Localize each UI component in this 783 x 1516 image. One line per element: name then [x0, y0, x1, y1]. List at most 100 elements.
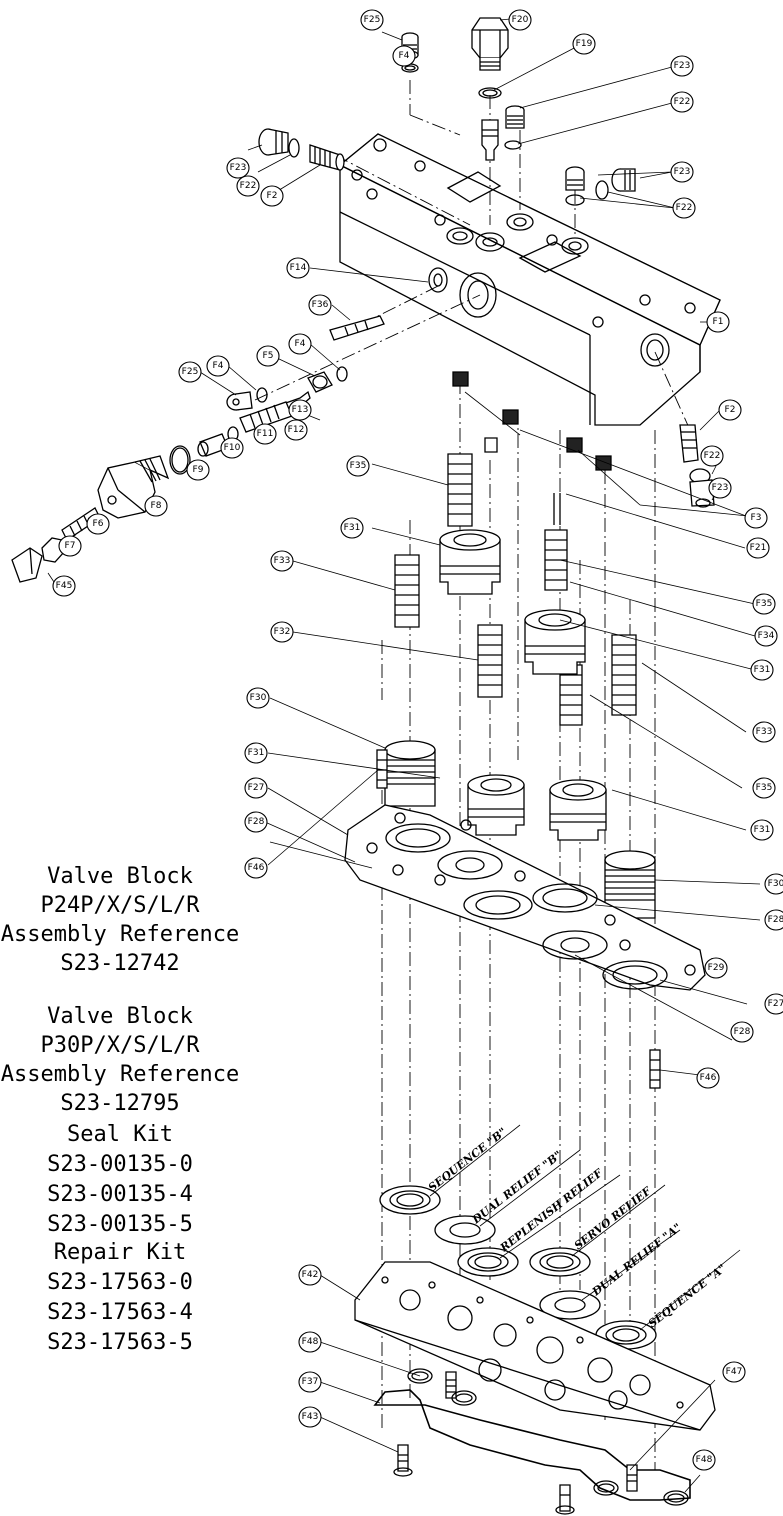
callout-label: F4 — [213, 361, 224, 371]
callout-f3: F3 — [744, 507, 768, 529]
callout-label: F28 — [248, 817, 265, 827]
callout-label: F5 — [263, 351, 274, 361]
callout-label: F11 — [257, 429, 274, 439]
callout-f23: F23 — [670, 161, 694, 183]
callout-label: F29 — [708, 963, 725, 973]
callout-f31: F31 — [244, 742, 268, 764]
reference-line: S23-17563-4 — [47, 1300, 193, 1325]
callout-label: F20 — [512, 15, 529, 25]
valve-block-body — [338, 133, 721, 426]
callout-label: F4 — [295, 339, 306, 349]
callout-f48: F48 — [692, 1449, 716, 1471]
reference-line: P30P/X/S/L/R — [40, 1033, 200, 1058]
callout-label: F8 — [151, 501, 162, 511]
o-ring-f22-left — [288, 138, 300, 158]
callout-f30: F30 — [246, 687, 270, 709]
callout-label: F13 — [292, 405, 309, 415]
callout-label: F31 — [754, 825, 771, 835]
callout-f2: F2 — [718, 399, 742, 421]
callout-f31: F31 — [750, 819, 774, 841]
callout-label: F31 — [344, 523, 361, 533]
o-ring-f22-side — [595, 180, 609, 200]
fitting-f2-left — [309, 144, 345, 171]
callout-label: F33 — [756, 727, 773, 737]
callout-f30: F30 — [764, 873, 783, 895]
callout-label: F22 — [674, 97, 691, 107]
callout-label: F22 — [704, 451, 721, 461]
cap-nut-f45 — [11, 547, 43, 583]
pin-f36 — [329, 315, 385, 341]
callout-f1: F1 — [706, 311, 730, 333]
callout-label: F22 — [240, 181, 257, 191]
callout-f29: F29 — [704, 957, 728, 979]
plug-f23-right — [565, 166, 585, 191]
callout-f28: F28 — [244, 811, 268, 833]
callout-label: F21 — [750, 543, 767, 553]
cap-f5 — [307, 371, 333, 393]
callout-f22: F22 — [672, 197, 696, 219]
callout-label: F23 — [674, 167, 691, 177]
callout-f13: F13 — [288, 399, 312, 421]
seal-label-leaders — [429, 1124, 741, 1331]
springs — [394, 453, 637, 726]
reference-line: S23-00135-0 — [47, 1152, 193, 1177]
reference-block-p24: Valve Block P24P/X/S/L/R Assembly Refere… — [0, 862, 240, 978]
base-plate — [354, 1261, 716, 1431]
callout-f31: F31 — [750, 659, 774, 681]
callout-label: F25 — [364, 15, 381, 25]
callout-label: F35 — [756, 599, 773, 609]
callout-f47: F47 — [722, 1361, 746, 1383]
reference-line: S23-00135-4 — [47, 1182, 193, 1207]
seal-label-servo-relief: SERVO RELIEF — [572, 1184, 655, 1252]
callout-f36: F36 — [308, 294, 332, 316]
callout-f37: F37 — [298, 1371, 322, 1393]
callout-f2: F2 — [260, 185, 284, 207]
callout-f46: F46 — [696, 1067, 720, 1089]
callout-label: F3 — [751, 513, 762, 523]
callout-f46: F46 — [244, 857, 268, 879]
callout-label: F45 — [56, 581, 73, 591]
callout-label: F35 — [350, 461, 367, 471]
callout-f42: F42 — [298, 1264, 322, 1286]
callout-label: F12 — [288, 425, 305, 435]
callout-f31: F31 — [340, 517, 364, 539]
callout-label: F28 — [734, 1027, 751, 1037]
callout-label: F35 — [756, 783, 773, 793]
o-ring-f19 — [478, 87, 502, 99]
callout-f20: F20 — [508, 9, 532, 31]
callout-label: F34 — [758, 631, 775, 641]
base-screws — [393, 1368, 689, 1515]
callout-f22: F22 — [236, 175, 260, 197]
callout-label: F33 — [274, 556, 291, 566]
callout-f19: F19 — [572, 33, 596, 55]
callout-label: F48 — [302, 1337, 319, 1347]
spring-f12 — [239, 401, 293, 433]
plug-f23-top — [505, 105, 525, 129]
callout-f4: F4 — [392, 45, 416, 67]
callout-f4: F4 — [288, 333, 312, 355]
callout-label: F25 — [182, 367, 199, 377]
fitting-f2-right — [679, 424, 699, 463]
callout-label: F7 — [65, 541, 76, 551]
reference-line: S23-12795 — [60, 1091, 180, 1116]
callout-label: F1 — [713, 317, 724, 327]
callout-label: F43 — [302, 1412, 319, 1422]
callout-f27: F27 — [764, 993, 783, 1015]
callout-f25: F25 — [178, 361, 202, 383]
callout-f23: F23 — [708, 477, 732, 499]
callout-label: F46 — [700, 1073, 717, 1083]
callout-label: F47 — [726, 1367, 743, 1377]
reference-line: S23-17563-5 — [47, 1330, 193, 1355]
dowel-pins — [376, 749, 661, 1089]
callout-label: F4 — [399, 51, 410, 61]
cartridge-top — [481, 119, 499, 161]
gasket-plate — [344, 804, 706, 991]
repair-kit-block: Repair Kit S23-17563-0 S23-17563-4 S23-1… — [0, 1238, 240, 1358]
callout-label: F6 — [93, 519, 104, 529]
callout-label: F23 — [230, 163, 247, 173]
callout-label: F30 — [768, 879, 783, 889]
cartridges — [384, 529, 656, 919]
callout-label: F23 — [674, 61, 691, 71]
callout-f23: F23 — [226, 157, 250, 179]
